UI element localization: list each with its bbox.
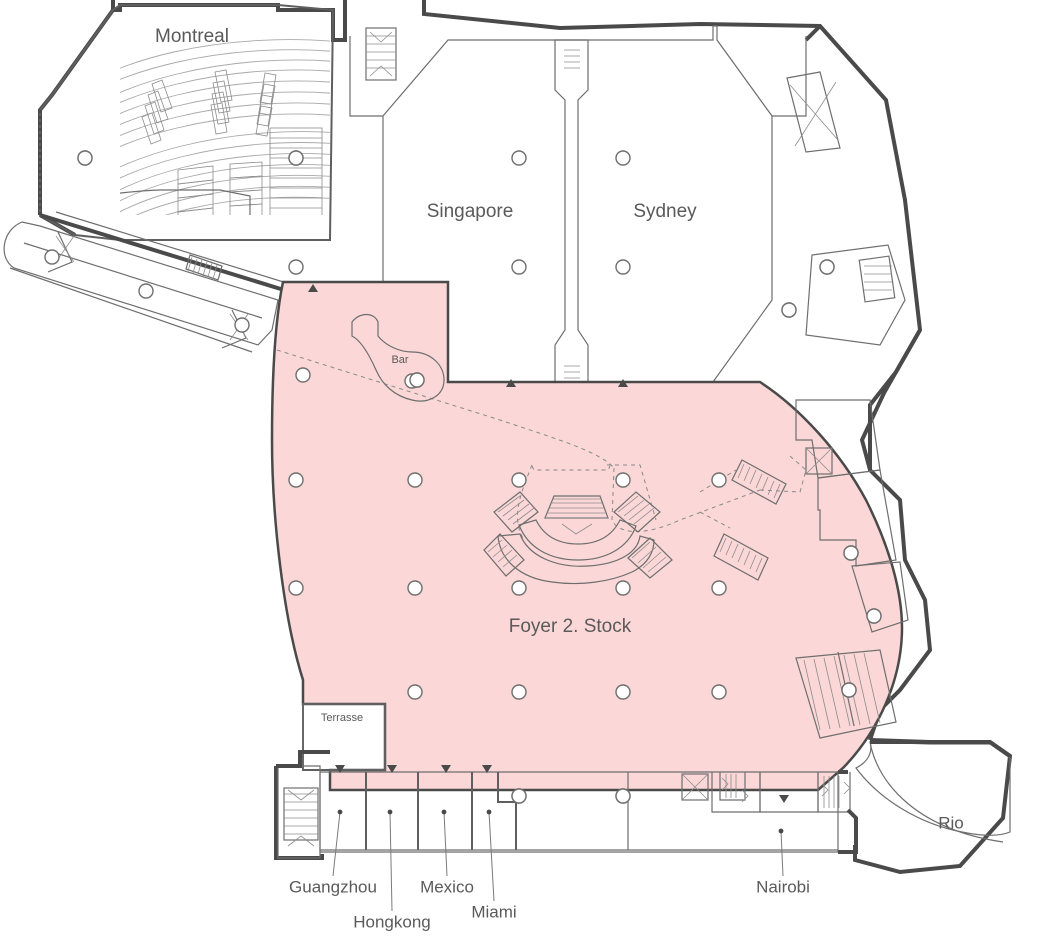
room-labels: Montreal Singapore Sydney Bar Foyer 2. S…	[155, 26, 964, 832]
column-marker	[409, 372, 425, 388]
column-grid	[44, 150, 882, 804]
room-callouts	[332, 809, 784, 912]
room-label-terrasse: Terrasse	[321, 712, 363, 724]
callout-leader-line	[443, 811, 448, 877]
rio-room	[855, 740, 1012, 843]
column-marker	[511, 788, 527, 804]
column-marker	[511, 472, 527, 488]
seating-aisles	[141, 69, 277, 145]
callout-anchor-dot	[778, 828, 784, 834]
column-marker	[615, 472, 631, 488]
door-direction-arrow	[335, 765, 345, 773]
callout-label-hongkong: Hongkong	[353, 912, 431, 931]
door-direction-arrow	[441, 765, 451, 773]
column-marker	[615, 788, 631, 804]
escalator-corridor-left	[3, 211, 291, 353]
hall-divider	[554, 39, 589, 393]
callout-leader-line	[488, 811, 495, 902]
callout-anchor-dot	[486, 809, 492, 815]
stair-upper-right	[786, 71, 841, 153]
callout-label-mexico: Mexico	[420, 877, 474, 896]
montreal-auditorium	[38, 4, 335, 241]
room-label-singapore: Singapore	[427, 201, 514, 222]
door-direction-arrow	[308, 284, 318, 292]
column-marker	[615, 684, 631, 700]
column-marker	[711, 684, 727, 700]
nairobi-corridor-fittings	[627, 772, 851, 850]
column-marker	[288, 472, 304, 488]
column-marker	[615, 580, 631, 596]
door-direction-arrow	[387, 765, 397, 773]
foyer-central-stairs	[483, 465, 673, 585]
column-marker	[866, 608, 882, 624]
room-label-montreal: Montreal	[155, 26, 229, 47]
callout-label-nairobi: Nairobi	[756, 877, 810, 896]
column-marker	[234, 317, 250, 333]
column-marker	[711, 580, 727, 596]
room-label-bar: Bar	[391, 354, 408, 366]
column-marker	[511, 150, 527, 166]
right-service-rooms	[781, 244, 906, 346]
callout-anchor-dot	[337, 809, 343, 815]
column-marker	[407, 580, 423, 596]
column-marker	[288, 150, 304, 166]
column-marker	[511, 580, 527, 596]
foyer-highlight-area	[270, 280, 904, 792]
column-marker	[407, 684, 423, 700]
column-marker	[841, 682, 857, 698]
column-marker	[781, 302, 797, 318]
foyer-right-escalators	[713, 459, 787, 581]
seating-rows	[120, 39, 330, 215]
column-marker	[288, 259, 304, 275]
column-marker	[288, 580, 304, 596]
column-marker	[44, 249, 60, 265]
column-marker	[77, 150, 93, 166]
callout-anchor-dot	[387, 809, 393, 815]
column-marker	[511, 684, 527, 700]
column-marker	[615, 259, 631, 275]
room-label-sydney: Sydney	[633, 201, 697, 222]
callout-anchor-dot	[441, 809, 447, 815]
door-direction-arrow	[482, 765, 492, 773]
stairwell-bottom-left	[274, 750, 330, 860]
door-direction-arrow	[779, 795, 789, 803]
column-marker	[407, 472, 423, 488]
door-arrow-markers	[308, 284, 789, 803]
door-direction-arrow	[506, 379, 516, 387]
terrasse-room	[302, 703, 386, 771]
callout-label-miami: Miami	[471, 902, 516, 921]
column-marker	[819, 259, 835, 275]
column-marker	[511, 259, 527, 275]
column-marker	[295, 367, 311, 383]
stair-upper-left	[365, 27, 397, 81]
center-aisle-seats	[177, 161, 263, 215]
callout-leader-line	[332, 811, 341, 877]
column-marker	[843, 545, 859, 561]
door-direction-arrow	[618, 379, 628, 387]
column-marker	[138, 283, 154, 299]
callout-leader-line	[780, 830, 784, 877]
column-marker	[711, 472, 727, 488]
callout-leader-line	[389, 811, 393, 912]
column-marker	[615, 150, 631, 166]
room-label-rio: Rio	[938, 813, 964, 832]
room-label-foyer: Foyer 2. Stock	[509, 616, 632, 637]
callout-label-guangzhou: Guangzhou	[289, 877, 377, 896]
